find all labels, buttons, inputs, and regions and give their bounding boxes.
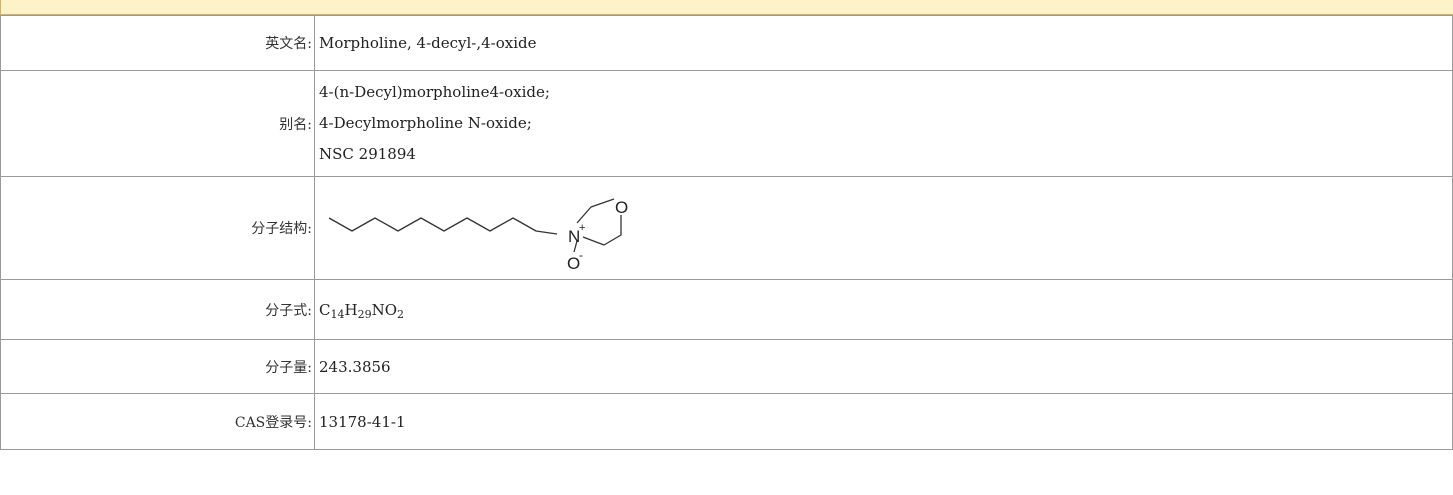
table-row-formula: 分子式: C14H29NO2 [0,279,1453,340]
ring-oxygen-atom: O [615,198,628,217]
synonym-item: 4-Decylmorpholine N-oxide; [319,114,532,132]
label-english-name: 英文名: [0,15,315,71]
table-row-cas: CAS登录号: 13178-41-1 [0,393,1453,450]
value-english-name: Morpholine, 4-decyl-,4-oxide [314,15,1453,71]
table-row-molecular-weight: 分子量: 243.3856 [0,339,1453,394]
oxide-charge: - [579,248,583,262]
nitrogen-charge: + [579,222,585,234]
synonym-item: 4-(n-Decyl)morpholine4-oxide; [319,83,550,101]
formula-o-count: 2 [397,307,405,321]
label-structure: 分子结构: [0,176,315,280]
table-row-english-name: 英文名: Morpholine, 4-decyl-,4-oxide [0,15,1453,71]
value-structure: N + O O - [314,176,1453,280]
formula-c: C [319,300,331,319]
label-synonyms: 别名: [0,70,315,177]
section-header-bar [0,0,1453,15]
formula-c-count: 14 [330,307,345,321]
formula-h: H [344,300,358,319]
molecule-structure-icon: N + O O - [328,197,628,273]
decyl-chain [328,216,558,235]
value-molecular-weight: 243.3856 [314,339,1453,394]
label-molecular-weight: 分子量: [0,339,315,394]
label-formula: 分子式: [0,279,315,340]
label-cas: CAS登录号: [0,393,315,450]
formula-h-count: 29 [357,307,372,321]
morpholine-ring [573,197,622,252]
value-formula: C14H29NO2 [314,279,1453,340]
section-header-edge [0,0,1,15]
compound-info-table: 英文名: Morpholine, 4-decyl-,4-oxide 别名: 4-… [0,15,1453,450]
formula-no: NO [371,300,398,319]
synonym-item: NSC 291894 [319,145,416,163]
table-row-synonyms: 别名: 4-(n-Decyl)morpholine4-oxide; 4-Decy… [0,70,1453,177]
table-row-structure: 分子结构: N + O O - [0,176,1453,280]
value-cas: 13178-41-1 [314,393,1453,450]
oxide-oxygen-atom: O [567,254,580,273]
nitrogen-atom: N [568,227,580,246]
value-synonyms: 4-(n-Decyl)morpholine4-oxide; 4-Decylmor… [314,70,1453,177]
